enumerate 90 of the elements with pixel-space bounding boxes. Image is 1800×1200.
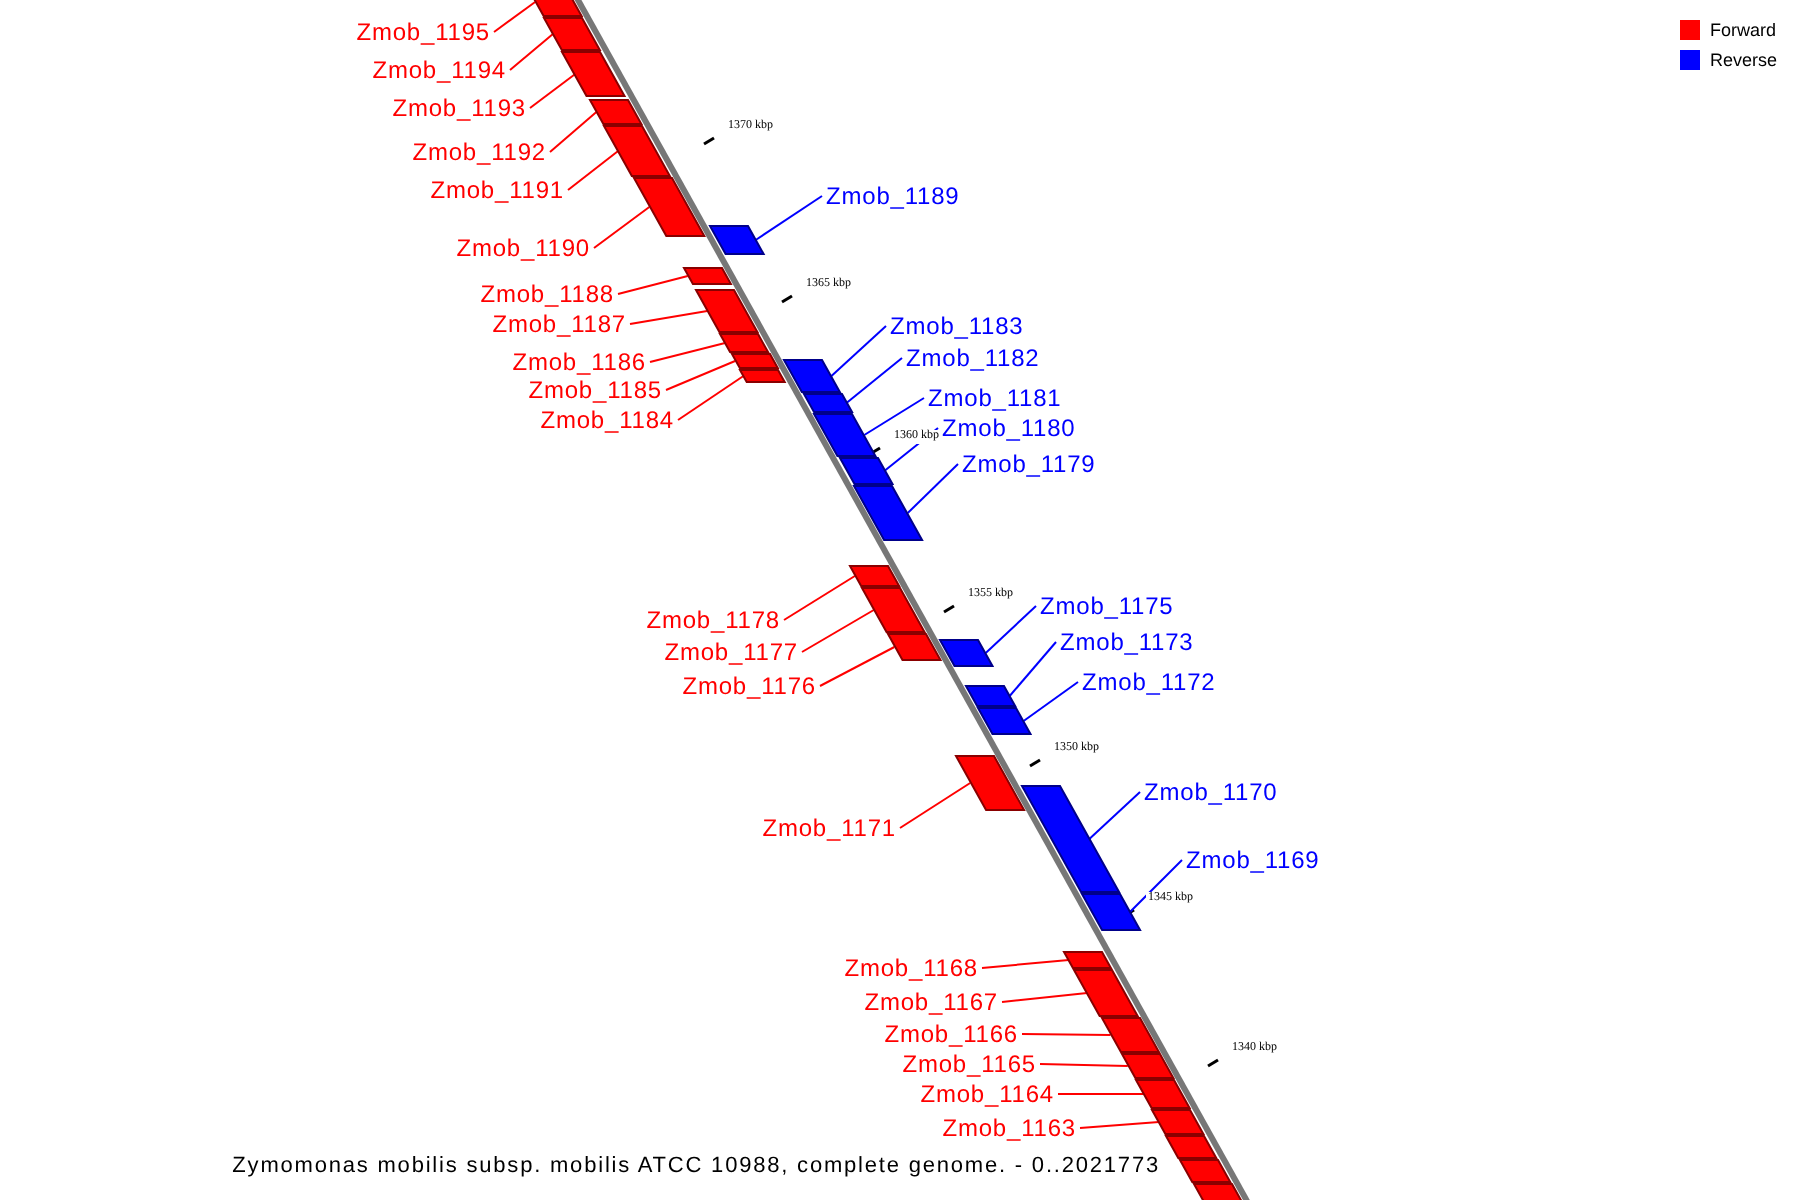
legend-label: Reverse <box>1710 50 1778 72</box>
gene-label: Zmob_1180 <box>942 414 1076 442</box>
gene-label: Zmob_1188 <box>480 280 614 308</box>
gene-label: Zmob_1194 <box>372 56 506 84</box>
gene-block <box>562 52 626 96</box>
gene-block <box>887 634 940 660</box>
gene-block <box>839 458 892 484</box>
leader-line <box>899 782 972 829</box>
leader-line <box>629 310 709 325</box>
gene-label: Zmob_1181 <box>928 384 1062 412</box>
gene-block <box>1152 1110 1204 1134</box>
leader-line <box>863 397 925 436</box>
gene-label: Zmob_1184 <box>540 406 674 434</box>
gene-label: Zmob_1190 <box>456 234 590 262</box>
gene-block <box>955 756 1024 810</box>
gene-block <box>1121 1054 1173 1078</box>
leader-line <box>1039 1063 1129 1067</box>
leader-line <box>1088 791 1141 840</box>
leader-line <box>845 357 903 404</box>
gene-block <box>784 360 841 392</box>
gene-block <box>544 18 600 50</box>
leader-line <box>649 342 727 363</box>
gene-block <box>740 370 785 382</box>
leader-line <box>677 375 745 421</box>
leader-line <box>819 646 896 687</box>
leader-line <box>1008 641 1057 697</box>
gene-block <box>1180 1160 1231 1182</box>
gene-block <box>1166 1136 1217 1158</box>
gene-label: Zmob_1179 <box>962 450 1096 478</box>
gene-block <box>683 268 731 284</box>
leader-line <box>783 575 856 621</box>
gene-label: Zmob_1176 <box>682 672 816 700</box>
gene-label: Zmob_1167 <box>864 988 998 1016</box>
gene-label: Zmob_1172 <box>1082 668 1216 696</box>
gene-block <box>1081 894 1140 930</box>
leader-line <box>801 609 875 653</box>
gene-label: Zmob_1193 <box>392 94 526 122</box>
gene-block <box>1135 1080 1190 1108</box>
gene-label: Zmob_1187 <box>492 310 626 338</box>
leader-line <box>665 360 737 391</box>
leader-line <box>593 206 651 249</box>
leader-line <box>549 111 598 153</box>
gene-label: Zmob_1170 <box>1144 778 1278 806</box>
gene-label: Zmob_1173 <box>1060 628 1194 656</box>
gene-label: Zmob_1192 <box>412 138 546 166</box>
gene-block <box>731 354 777 368</box>
leader-line <box>493 1 537 33</box>
gene-label: Zmob_1169 <box>1186 846 1320 874</box>
leader-line <box>830 325 887 377</box>
gene-label: Zmob_1171 <box>762 814 896 842</box>
legend-label: Forward <box>1710 20 1777 42</box>
gene-label: Zmob_1163 <box>942 1114 1076 1142</box>
gene-label: Zmob_1168 <box>844 954 978 982</box>
gene-label: Zmob_1189 <box>826 182 960 210</box>
gene-block <box>720 334 769 352</box>
leader-line <box>1022 681 1079 722</box>
gene-block <box>1021 786 1119 892</box>
gene-block <box>966 686 1016 706</box>
gene-block <box>978 708 1031 734</box>
gene-block <box>633 178 704 236</box>
leader-line <box>1129 859 1183 913</box>
leader-line <box>529 73 577 109</box>
leader-line <box>509 33 554 71</box>
leader-line <box>567 150 620 191</box>
gene-block <box>589 100 642 124</box>
leader-line <box>906 463 959 514</box>
gene-label: Zmob_1183 <box>890 312 1024 340</box>
caption: Zymomonas mobilis subsp. mobilis ATCC 10988, complete genome. - 0..2021773 <box>228 1154 1164 1178</box>
gene-label: Zmob_1191 <box>430 176 564 204</box>
gene-label: Zmob_1195 <box>356 18 490 46</box>
gene-label: Zmob_1166 <box>884 1020 1018 1048</box>
gene-label: Zmob_1186 <box>512 348 646 376</box>
gene-block <box>940 640 993 666</box>
gene-label: Zmob_1177 <box>664 638 798 666</box>
leader-line <box>981 959 1070 969</box>
gene-label: Zmob_1178 <box>646 606 780 634</box>
leader-line <box>1057 1093 1145 1095</box>
gene-block <box>709 226 764 254</box>
gene-label: Zmob_1164 <box>920 1080 1054 1108</box>
leader-line <box>1021 1033 1112 1036</box>
leader-line <box>617 275 689 295</box>
gene-label: Zmob_1175 <box>1040 592 1174 620</box>
leader-line <box>754 195 823 241</box>
gene-block <box>1101 1018 1158 1052</box>
leader-line <box>984 605 1037 654</box>
leader-line <box>1079 1121 1160 1129</box>
gene-label: Zmob_1185 <box>528 376 662 404</box>
gene-label: Zmob_1165 <box>902 1050 1036 1078</box>
gene-label: Zmob_1182 <box>906 344 1040 372</box>
leader-line <box>1001 992 1089 1003</box>
